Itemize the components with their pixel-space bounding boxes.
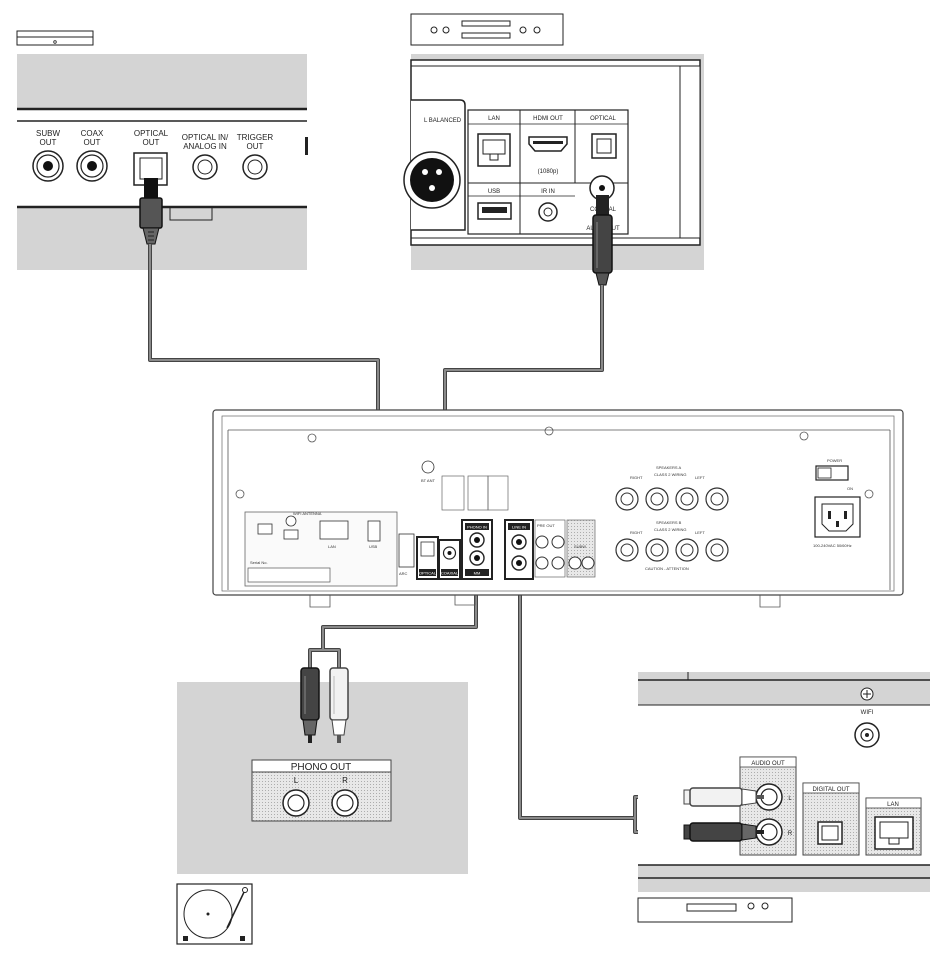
svg-text:CAUTION - ATTENTION: CAUTION - ATTENTION xyxy=(645,566,689,571)
coaxial-plug-icon xyxy=(592,195,613,286)
svg-text:COAXIAL: COAXIAL xyxy=(441,571,459,576)
amp-speakers-a: SPEAKERS A RIGHT LEFT CLASS 2 WIRING xyxy=(615,465,729,511)
ir-in-port: IR IN xyxy=(538,189,558,222)
svg-text:OUT: OUT xyxy=(40,138,57,147)
svg-text:OPTICAL: OPTICAL xyxy=(590,116,616,122)
svg-text:OUT: OUT xyxy=(247,142,264,151)
svg-text:BT ANT: BT ANT xyxy=(421,478,435,483)
turntable-device: PHONO OUT L R xyxy=(176,667,468,945)
hdmi-out-port: HDMI OUT (1080p) xyxy=(528,116,568,175)
rca-plug-white-horizontal-icon xyxy=(683,787,764,807)
xlr-balanced-port: L BALANCED xyxy=(403,99,466,231)
amp-phono-in-port[interactable]: PHONO IN MM xyxy=(461,519,493,580)
svg-text:ARC: ARC xyxy=(399,571,408,576)
amp-pre-out-ports: PRE OUT xyxy=(534,519,566,578)
svg-text:AUDIO OUT: AUDIO OUT xyxy=(751,761,785,767)
wifi-antenna-port: WIFI xyxy=(854,710,880,748)
svg-text:LAN: LAN xyxy=(328,544,336,549)
svg-text:L: L xyxy=(294,776,299,785)
digital-out-section: DIGITAL OUT xyxy=(802,782,860,856)
rca-plug-black-icon xyxy=(300,667,320,743)
optical-plug-icon xyxy=(139,178,163,245)
subw-out-port: SUBW OUT xyxy=(32,129,64,182)
svg-text:LEFT: LEFT xyxy=(695,475,705,480)
svg-text:WIFI ANTENNA: WIFI ANTENNA xyxy=(293,511,322,516)
svg-text:POWER: POWER xyxy=(827,458,842,463)
soundbar-front-icon xyxy=(16,30,94,46)
amp-power-switch: POWER ON xyxy=(815,458,853,491)
amp-subw-ports: SUBW xyxy=(566,519,596,578)
svg-text:R: R xyxy=(342,776,348,785)
streamer-front-icon xyxy=(637,897,793,923)
amp-coaxial-in-port[interactable]: COAXIAL xyxy=(438,539,461,580)
svg-text:OPTICAL: OPTICAL xyxy=(134,129,169,138)
svg-text:OPTICAL: OPTICAL xyxy=(419,571,437,576)
svg-text:OPTICAL IN/: OPTICAL IN/ xyxy=(182,133,229,142)
trigger-out-port: TRIGGER OUT xyxy=(237,133,274,180)
svg-text:PHONO IN: PHONO IN xyxy=(467,525,487,530)
svg-text:100-240VAC 50/60Hz: 100-240VAC 50/60Hz xyxy=(813,543,852,548)
amp-power-inlet: 100-240VAC 50/60Hz xyxy=(813,496,861,548)
streamer-device: WIFI AUDIO OUT L R DIGITAL OUT LAN xyxy=(637,672,930,923)
amplifier-device: WIFI ANTENNA LAN USB Serial No. ARC BT A… xyxy=(212,409,904,608)
svg-text:USB: USB xyxy=(369,544,378,549)
svg-text:PRE OUT: PRE OUT xyxy=(537,523,555,528)
svg-text:L BALANCED: L BALANCED xyxy=(424,118,462,124)
svg-text:RIGHT: RIGHT xyxy=(630,530,643,535)
svg-text:LAN: LAN xyxy=(887,802,899,808)
usb-port: USB xyxy=(477,189,512,220)
amp-network-section: WIFI ANTENNA LAN USB Serial No. xyxy=(244,511,398,587)
optical-out-port: OPTICAL OUT xyxy=(133,129,169,186)
screw-icon xyxy=(860,687,874,701)
amp-hdmi-arc-port: ARC xyxy=(398,533,415,576)
svg-text:USB: USB xyxy=(488,189,500,195)
svg-text:SPEAKERS A: SPEAKERS A xyxy=(656,465,681,470)
amp-bt-antenna: BT ANT xyxy=(421,460,435,483)
svg-text:(1080p): (1080p) xyxy=(538,169,559,175)
svg-text:CLASS 2 WIRING: CLASS 2 WIRING xyxy=(654,527,686,532)
svg-text:LEFT: LEFT xyxy=(695,530,705,535)
svg-text:MM: MM xyxy=(474,571,481,576)
rca-plug-white-icon xyxy=(329,667,349,743)
soundbar-device: SUBW OUT COAX OUT OPTICAL OUT OPTICAL IN… xyxy=(16,30,308,270)
svg-text:ON: ON xyxy=(847,486,853,491)
phono-cable xyxy=(308,575,478,672)
streamer-lan-section: LAN xyxy=(865,797,922,856)
svg-text:SPEAKERS B: SPEAKERS B xyxy=(656,520,682,525)
player-front-icon xyxy=(410,13,564,46)
svg-text:LINE IN: LINE IN xyxy=(512,525,526,530)
svg-text:Serial No.: Serial No. xyxy=(250,560,268,565)
player-device: L BALANCED LAN HDMI OUT (1080p) OPTICAL xyxy=(403,13,704,286)
svg-text:SUBW: SUBW xyxy=(574,544,586,549)
amp-optical-in-port[interactable]: OPTICAL xyxy=(416,536,439,580)
phono-out-left-port: L xyxy=(282,776,310,817)
amp-line-in-port[interactable]: LINE IN xyxy=(504,519,534,580)
svg-text:LAN: LAN xyxy=(488,116,500,122)
optical-port: OPTICAL xyxy=(590,116,617,159)
svg-text:IR IN: IR IN xyxy=(541,189,555,195)
svg-text:ANALOG IN: ANALOG IN xyxy=(183,142,227,151)
svg-text:WIFI: WIFI xyxy=(861,710,874,716)
svg-text:DIGITAL OUT: DIGITAL OUT xyxy=(812,787,849,793)
phono-out-right-port: R xyxy=(331,776,359,817)
svg-text:RIGHT: RIGHT xyxy=(630,475,643,480)
turntable-icon xyxy=(176,883,253,945)
rca-plug-black-horizontal-icon xyxy=(683,822,764,842)
amp-speakers-b: SPEAKERS B RIGHT LEFT CLASS 2 WIRING CAU… xyxy=(615,520,729,571)
svg-text:R: R xyxy=(788,831,793,837)
svg-text:L: L xyxy=(788,796,792,802)
svg-text:COAX: COAX xyxy=(81,129,104,138)
svg-text:OUT: OUT xyxy=(143,138,160,147)
svg-text:PHONO OUT: PHONO OUT xyxy=(291,762,352,773)
svg-text:OUT: OUT xyxy=(84,138,101,147)
lan-port: LAN xyxy=(477,116,511,167)
svg-text:TRIGGER: TRIGGER xyxy=(237,133,274,142)
svg-text:SUBW: SUBW xyxy=(36,129,60,138)
optical-analog-in-port: OPTICAL IN/ ANALOG IN xyxy=(182,133,229,180)
svg-text:HDMI OUT: HDMI OUT xyxy=(533,116,563,122)
coax-out-port: COAX OUT xyxy=(76,129,108,182)
audio-out-section: AUDIO OUT L R xyxy=(739,756,797,856)
svg-text:CLASS 2 WIRING: CLASS 2 WIRING xyxy=(654,472,686,477)
